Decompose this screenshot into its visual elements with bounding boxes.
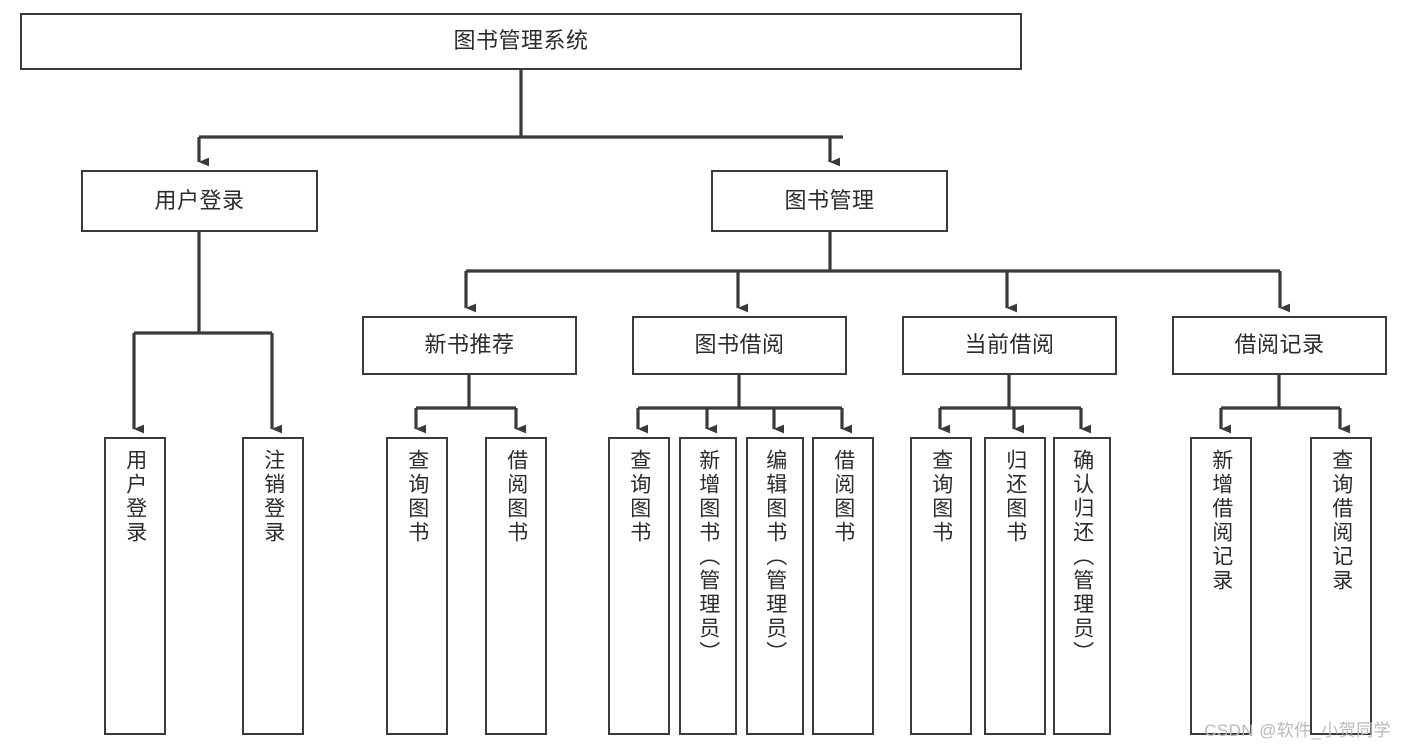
leaf-query-book-1[interactable]: 查询图书 (386, 437, 448, 735)
leaf-return-book[interactable]: 归还图书 (984, 437, 1046, 735)
leaf-borrow-book-2[interactable]: 借阅图书 (812, 437, 874, 735)
leaf-borrow-book-1[interactable]: 借阅图书 (485, 437, 547, 735)
leaf-edit-book[interactable]: 编辑图书（管理员） (746, 437, 804, 735)
leaf-add-borrow-record[interactable]: 新增借阅记录 (1190, 437, 1252, 735)
node-root-label: 图书管理系统 (453, 28, 589, 54)
node-new-book-recommend[interactable]: 新书推荐 (362, 316, 577, 375)
node-current-borrow-label: 当前借阅 (964, 332, 1055, 358)
leaf-return-book-label: 归还图书 (1003, 449, 1027, 545)
node-user-login-label: 用户登录 (154, 187, 245, 213)
leaf-query-book-1-label: 查询图书 (405, 449, 429, 545)
node-new-book-recommend-label: 新书推荐 (424, 332, 515, 358)
leaf-query-book-3[interactable]: 查询图书 (910, 437, 972, 735)
leaf-confirm-return-label: 确认归还（管理员） (1070, 449, 1094, 665)
leaf-add-book[interactable]: 新增图书（管理员） (679, 437, 737, 735)
node-root[interactable]: 图书管理系统 (20, 13, 1022, 70)
leaf-borrow-book-2-label: 借阅图书 (831, 449, 855, 545)
leaf-confirm-return[interactable]: 确认归还（管理员） (1053, 437, 1111, 735)
leaf-query-book-2[interactable]: 查询图书 (608, 437, 670, 735)
leaf-add-book-label: 新增图书（管理员） (696, 449, 720, 665)
leaf-logout-label: 注销登录 (261, 449, 285, 545)
node-book-management[interactable]: 图书管理 (711, 170, 948, 232)
node-current-borrow[interactable]: 当前借阅 (902, 316, 1117, 375)
node-book-management-label: 图书管理 (784, 187, 875, 213)
csdn-watermark: CSDN @软件_小贺同学 (1204, 721, 1391, 740)
leaf-query-borrow-record[interactable]: 查询借阅记录 (1310, 437, 1372, 735)
node-user-login[interactable]: 用户登录 (81, 170, 318, 232)
node-book-borrow[interactable]: 图书借阅 (632, 316, 847, 375)
leaf-query-book-3-label: 查询图书 (929, 449, 953, 545)
leaf-logout[interactable]: 注销登录 (242, 437, 304, 735)
leaf-user-login-label: 用户登录 (123, 449, 147, 545)
node-borrow-record[interactable]: 借阅记录 (1172, 316, 1387, 375)
leaf-borrow-book-1-label: 借阅图书 (504, 449, 528, 545)
leaf-query-borrow-record-label: 查询借阅记录 (1329, 449, 1353, 593)
leaf-user-login[interactable]: 用户登录 (104, 437, 166, 735)
node-book-borrow-label: 图书借阅 (694, 332, 785, 358)
node-borrow-record-label: 借阅记录 (1234, 332, 1325, 358)
leaf-add-borrow-record-label: 新增借阅记录 (1209, 449, 1233, 593)
leaf-edit-book-label: 编辑图书（管理员） (763, 449, 787, 665)
leaf-query-book-2-label: 查询图书 (627, 449, 651, 545)
